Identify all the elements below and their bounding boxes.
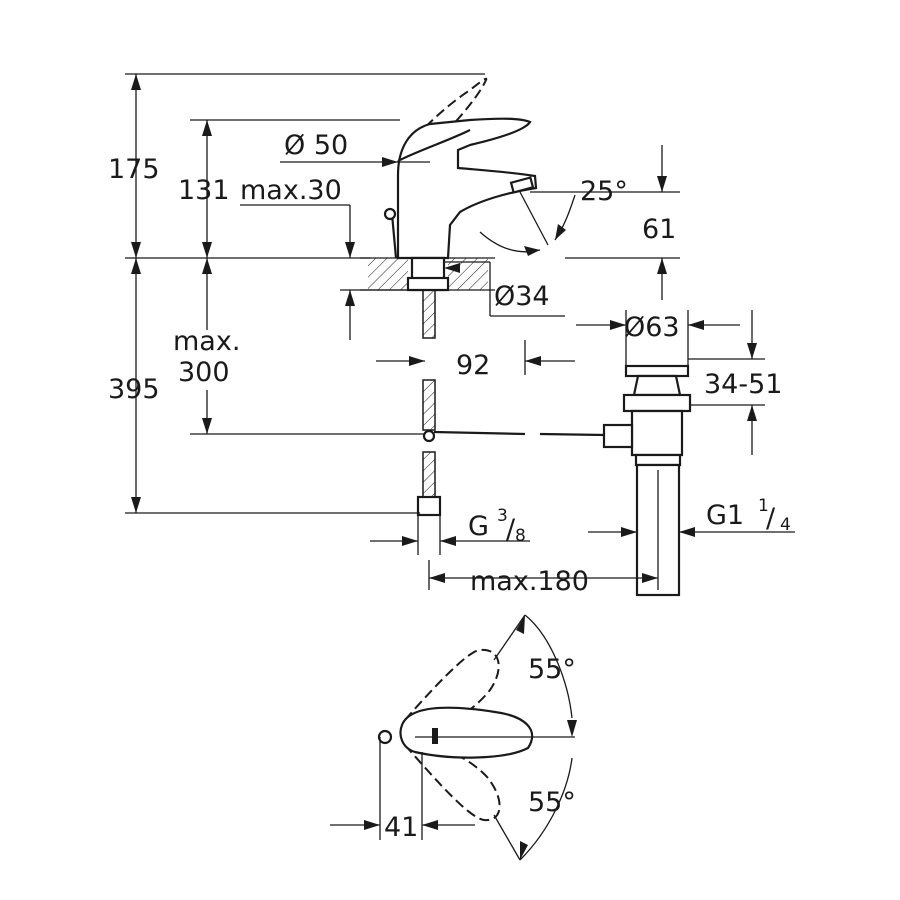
label-g114-num: 1	[758, 496, 769, 516]
faucet-side-view	[360, 77, 606, 517]
waste-tail	[634, 453, 682, 467]
label-g114-den: 4	[780, 515, 791, 535]
braided-hose-middle	[422, 379, 436, 431]
braided-hose-lower	[422, 451, 436, 498]
pull-rod	[433, 430, 526, 436]
handle-lever	[399, 129, 471, 161]
label-g38-main: G	[468, 511, 489, 542]
dimension-lines	[125, 73, 795, 861]
label-max180: max.180	[470, 566, 589, 597]
label-395: 395	[108, 374, 160, 405]
label-diameter-50: Ø 50	[284, 130, 348, 161]
label-175: 175	[108, 154, 160, 185]
braided-hose-upper	[422, 289, 436, 339]
label-55-upper: 55°	[528, 654, 576, 685]
label-g114-slash: /	[766, 503, 776, 534]
dimension-labels: 175 131 max.30 Ø 50 25° 61 Ø34 92 max. 3…	[108, 130, 791, 843]
waste-body	[630, 409, 684, 457]
label-g114-main: G1	[706, 500, 744, 531]
deck-hatch-left	[368, 258, 408, 290]
label-g38-den: 8	[515, 526, 526, 546]
popup-rod	[390, 213, 398, 259]
waste-plug	[632, 374, 682, 397]
label-25-degrees: 25°	[580, 176, 628, 207]
hose-fitting	[416, 495, 442, 517]
pull-rod-2	[539, 432, 606, 437]
popup-knob-top	[377, 729, 393, 745]
label-g38-num: 3	[497, 506, 508, 526]
faucet-body	[396, 117, 538, 260]
mounting-nut	[406, 276, 450, 292]
label-41: 41	[384, 812, 418, 843]
label-61: 61	[642, 214, 676, 245]
deck-hatch-right	[448, 258, 488, 290]
handle-raised-outline	[397, 77, 488, 163]
label-55-lower: 55°	[528, 787, 576, 818]
hose-joint	[422, 429, 436, 443]
label-diameter-34: Ø34	[494, 281, 550, 312]
label-max: max.	[173, 326, 240, 357]
spout-aerator	[509, 176, 535, 194]
waste-flange-top	[624, 364, 690, 378]
label-92: 92	[456, 350, 490, 381]
waste-valve	[602, 364, 692, 597]
label-diameter-63: Ø63	[624, 312, 680, 343]
label-131: 131	[178, 175, 230, 206]
indicator-mark	[432, 728, 438, 744]
label-34-51: 34-51	[704, 369, 782, 400]
pullrod-connector	[602, 423, 634, 449]
waste-nut	[622, 393, 692, 413]
faucet-top-view	[377, 648, 534, 822]
handle-top-center	[399, 706, 534, 759]
label-max30: max.30	[240, 175, 342, 206]
popup-knob	[383, 207, 397, 221]
label-300: 300	[178, 357, 230, 388]
label-g38-slash: /	[506, 514, 516, 545]
